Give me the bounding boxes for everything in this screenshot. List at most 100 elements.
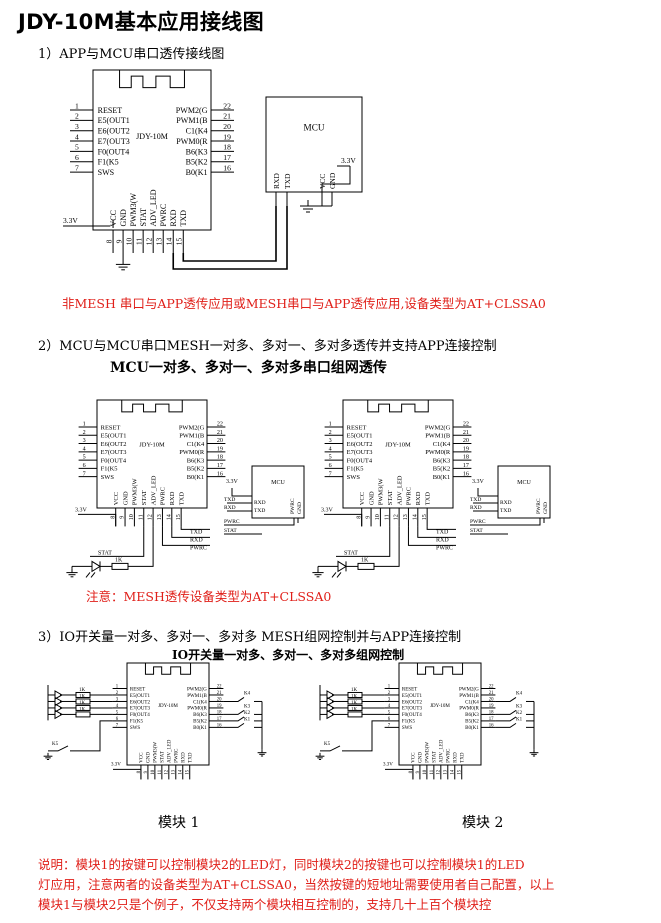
module-pin-label: B0(K1 <box>193 724 207 731</box>
pin-number: 13 <box>172 769 177 774</box>
pin-number: 1 <box>388 684 391 689</box>
section-2-note: 注意：MESH透传设备类型为AT+CLSSA0 <box>86 589 332 604</box>
pin-number: 2 <box>83 430 86 436</box>
pin-number: 16 <box>223 163 231 172</box>
wire-label: STAT <box>224 528 237 534</box>
switch-label: K3 <box>244 704 251 709</box>
resistor <box>75 711 91 718</box>
section-3-note-line-1: 说明：模块1的按键可以控制模块2的LED灯，同时模块2的按键也可以控制模块1的L… <box>38 857 525 872</box>
module-pin-label: E7(OUT3 <box>98 137 130 146</box>
pin-number: 15 <box>176 514 182 520</box>
pin-number: 20 <box>463 438 469 444</box>
section-2-heading: 2）MCU与MCU串口MESH一对多、多对一、多对多透传并支持APP连接控制 <box>38 339 497 354</box>
module-pin-label: B0(K1 <box>186 168 208 177</box>
module-pin-label: PWRC <box>406 487 413 505</box>
pin-number: 21 <box>463 430 469 436</box>
module-pin-label: STAT <box>139 208 148 227</box>
pin-number: 7 <box>83 471 86 477</box>
module-pin-label: GND <box>368 491 375 505</box>
module-pin-label: E5(OUT1 <box>101 433 127 440</box>
module-pin-label: GND <box>418 752 424 763</box>
module-2-label: 模块 2 <box>462 815 504 831</box>
module-name-label: JDY-10M <box>158 703 178 709</box>
wire <box>307 200 332 207</box>
pin-number: 22 <box>489 684 494 689</box>
module-pin-label: B6(K3 <box>186 147 208 156</box>
module-pin-label: SWS <box>347 474 361 481</box>
pin-number: 20 <box>217 697 222 702</box>
module-pin-label: E5(OUT1 <box>347 433 373 440</box>
pin-number: 14 <box>412 514 418 520</box>
mcu-box-s1 <box>265 96 363 193</box>
pin-number: 21 <box>223 112 231 121</box>
wire <box>416 663 464 675</box>
switch-label: K1 <box>244 717 251 722</box>
pin-number: 17 <box>223 153 231 162</box>
jdy10m-module-body <box>92 69 212 231</box>
wire <box>85 572 91 578</box>
section-2-figure-title: MCU一对多、多对一、多对多串口组网透传 <box>110 360 387 376</box>
wire <box>223 722 245 728</box>
pin-number: 14 <box>166 514 172 520</box>
module-pin-label: RESET <box>98 106 123 115</box>
vcc-label: 3.3V <box>226 479 239 485</box>
module-pin-label: PWM0(R <box>176 137 208 146</box>
module-pin-label: B6(K3 <box>193 711 207 718</box>
resistor-label: 1K <box>351 707 358 712</box>
section-1-heading: 1）APP与MCU串口透传接线图 <box>38 47 225 62</box>
module-1-label: 模块 1 <box>158 815 200 831</box>
pin-number: 17 <box>463 463 469 469</box>
module-pin-label: ADV_LED <box>150 475 157 505</box>
module-name-label: JDY-10M <box>139 441 165 448</box>
module-pin-label: F0(OUT4 <box>347 457 373 464</box>
module-pin-label: F1(K5 <box>101 466 118 473</box>
module-pin-label: PWM3(W <box>132 477 139 505</box>
wire <box>144 663 192 675</box>
module-pin-label: TXD <box>424 492 431 506</box>
pin-number: 4 <box>116 704 119 709</box>
module-pin-label: PWM0(R <box>425 449 451 456</box>
pin-number: 22 <box>463 422 469 428</box>
module-pin-label: RESET <box>347 424 367 431</box>
pin-number: 5 <box>75 143 79 152</box>
module-pin-label: F1(K5 <box>402 718 416 725</box>
pin-number: 16 <box>463 471 469 477</box>
vcc-label: 3.3V <box>63 216 78 225</box>
pin-number: 10 <box>129 514 135 520</box>
module-pin-label: E6(OUT2 <box>402 698 423 705</box>
module-pin-label: PWM2(G <box>425 424 451 431</box>
wire <box>90 572 96 578</box>
pin-number: 8 <box>104 239 113 243</box>
pin-number: 9 <box>114 239 123 243</box>
pin-number: 13 <box>444 769 449 774</box>
pin-number: 1 <box>83 422 86 428</box>
module-pin-label: C1(K4 <box>193 698 207 705</box>
module-pin-label: TXD <box>179 210 188 227</box>
pin-number: 12 <box>437 769 442 774</box>
wire <box>417 526 456 538</box>
module-pin-label: VCC <box>411 752 417 763</box>
module-pin-label: PWM2(G <box>179 424 205 431</box>
pin-number: 19 <box>217 704 222 709</box>
module-pin-label: F1(K5 <box>130 718 144 725</box>
mcu-pin-label: VCC <box>318 174 327 189</box>
module-pin-label: PWM2(G <box>187 685 207 692</box>
module-pin-label: PWM1(B <box>179 433 204 440</box>
module-pin-label: ADV_LED <box>167 739 173 763</box>
module-pin-label: PWM1(B <box>459 692 479 699</box>
vcc-label: 3.3V <box>383 762 393 767</box>
module-pin-label: RESET <box>402 686 417 692</box>
wire <box>470 518 541 526</box>
section-3-heading: 3）IO开关量一对多、多对一、多对多 MESH组网控制并与APP连接控制 <box>38 630 462 645</box>
module-pin-label: RXD <box>453 752 459 763</box>
switch-label: K2 <box>244 711 251 716</box>
pin-number: 11 <box>430 769 435 774</box>
pin-number: 21 <box>489 691 494 696</box>
resistor <box>357 562 375 570</box>
wire <box>320 745 341 752</box>
pin-number: 3 <box>83 438 86 444</box>
resistor-label: 1K <box>115 557 123 563</box>
module-pin-label: PWM3(W <box>152 742 159 763</box>
pin-number: 11 <box>134 238 143 246</box>
switch-label: K4 <box>244 691 251 696</box>
